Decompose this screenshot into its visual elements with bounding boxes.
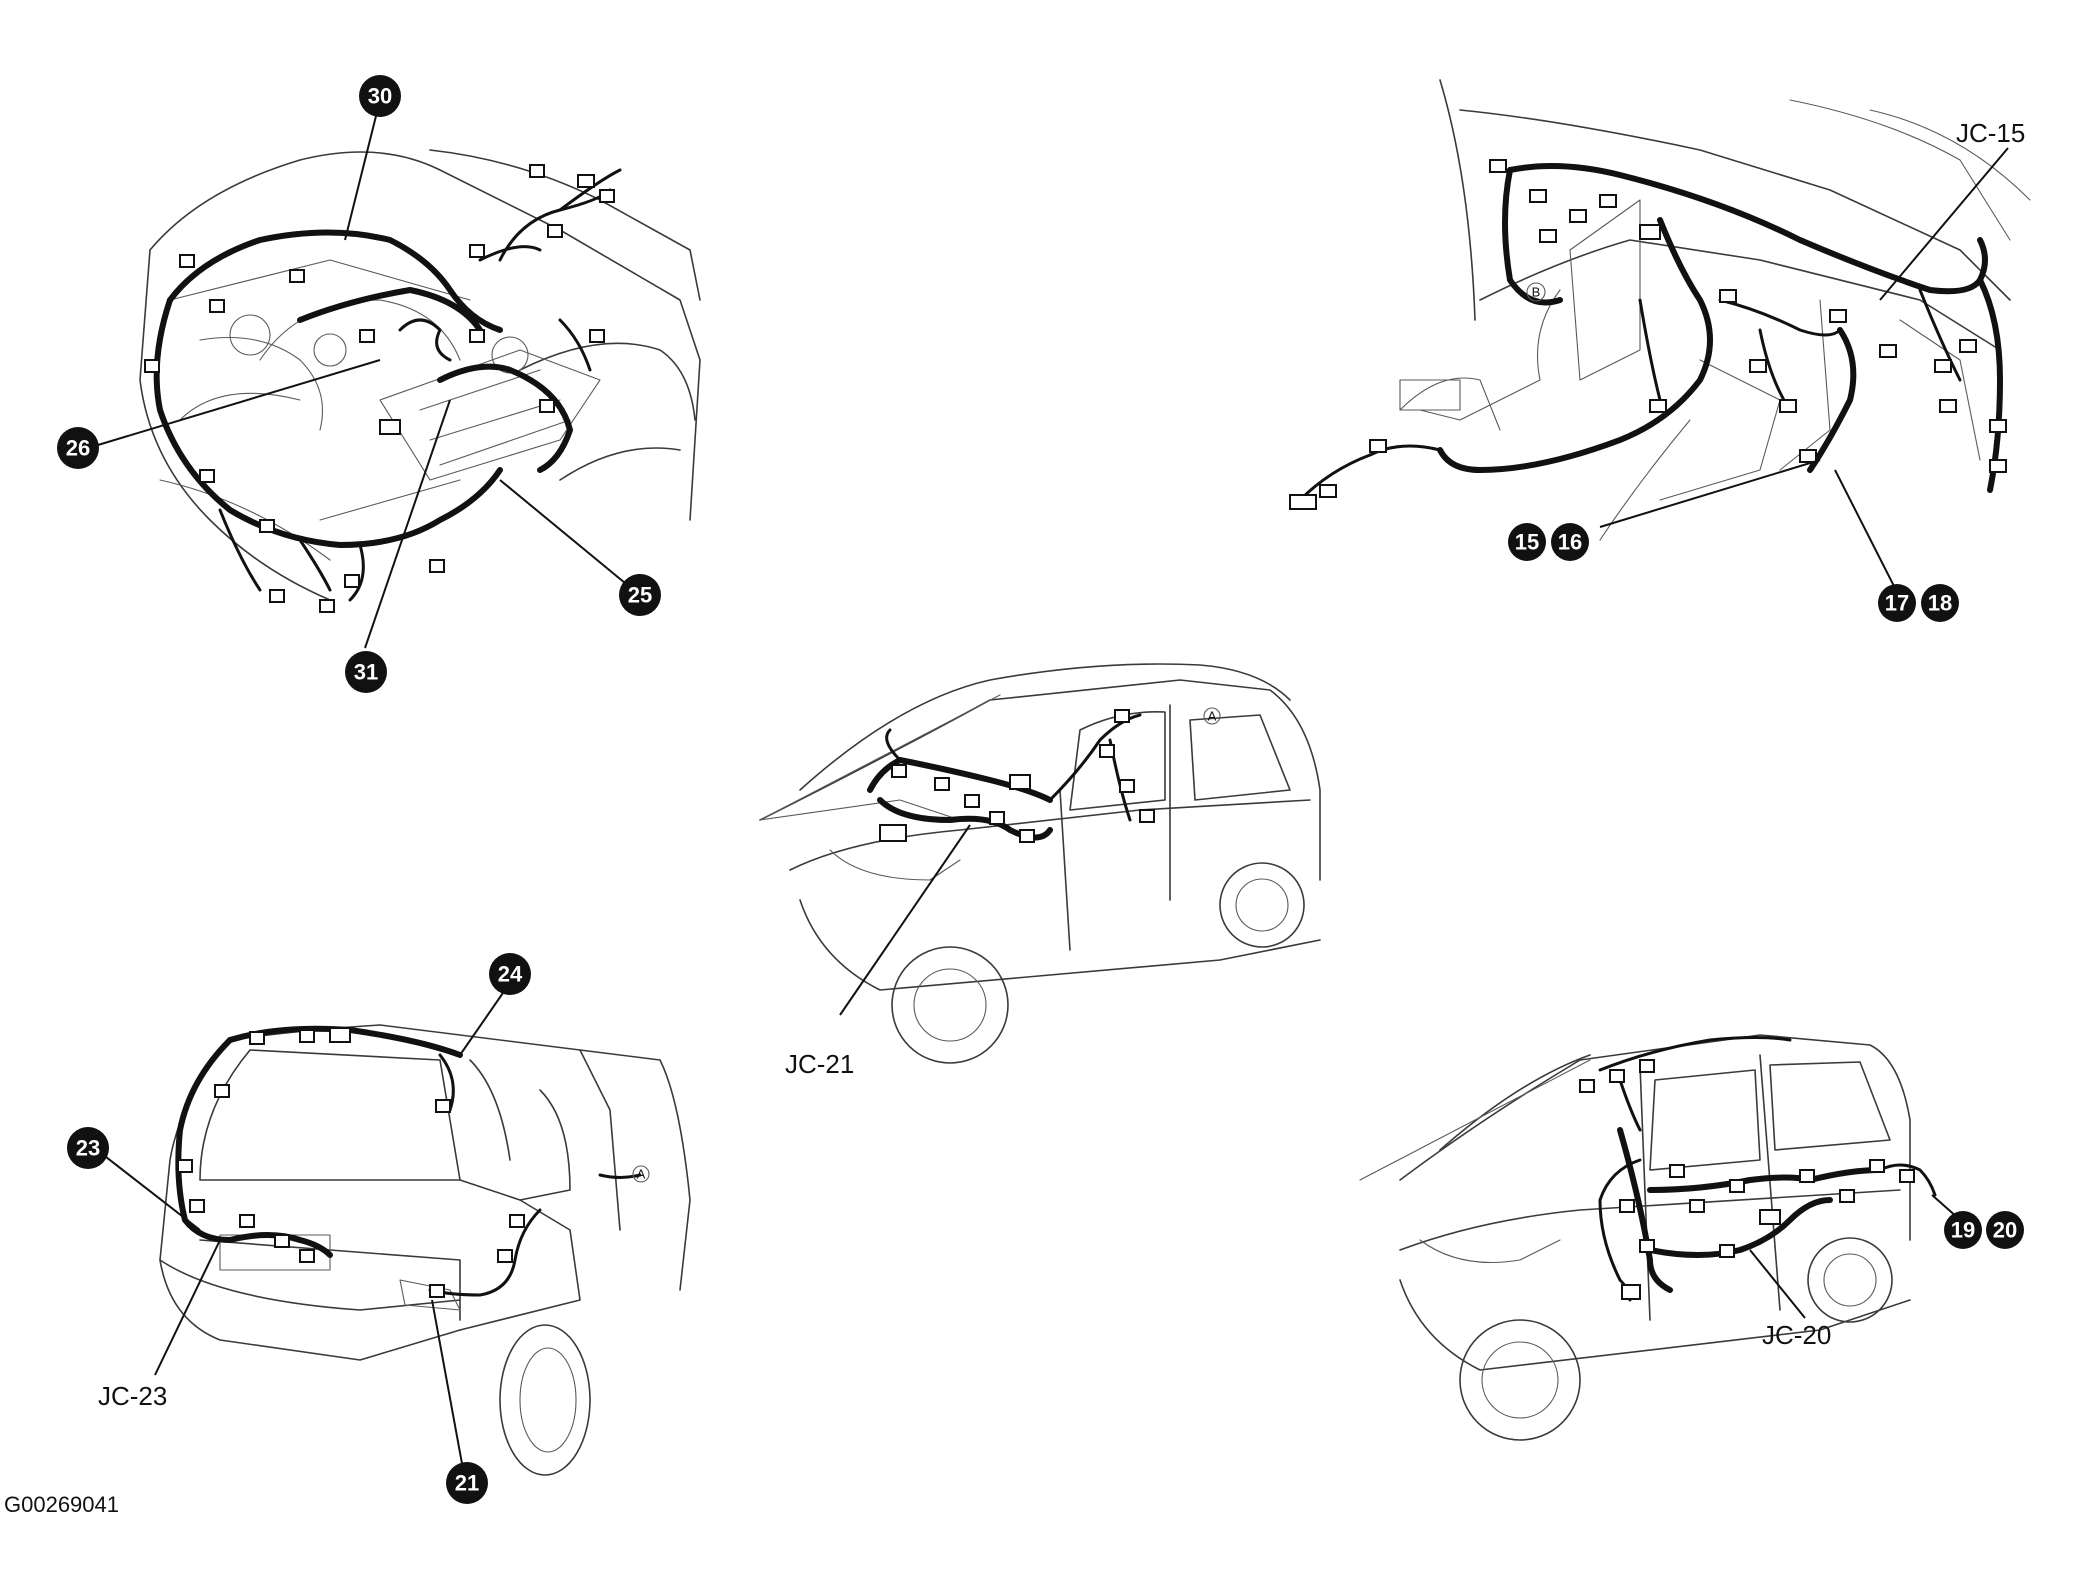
vehicle-side-view bbox=[1359, 1034, 1959, 1441]
engine-compartment-view bbox=[87, 111, 701, 649]
svg-text:17: 17 bbox=[1885, 591, 1909, 616]
callout-19: 19 bbox=[1944, 1211, 1982, 1249]
svg-text:23: 23 bbox=[76, 1136, 100, 1161]
marker-b: B bbox=[1532, 285, 1541, 300]
callout-20: 20 bbox=[1986, 1211, 2024, 1249]
label-jc-15: JC-15 bbox=[1956, 118, 2025, 148]
label-jc-21: JC-21 bbox=[785, 1049, 854, 1079]
marker-a-rear: A bbox=[637, 1167, 646, 1182]
callout-16: 16 bbox=[1551, 523, 1589, 561]
callout-21: 21 bbox=[446, 1462, 488, 1504]
svg-text:20: 20 bbox=[1993, 1218, 2017, 1243]
callout-30: 30 bbox=[359, 75, 401, 117]
svg-text:30: 30 bbox=[368, 84, 392, 109]
callout-26: 26 bbox=[57, 427, 99, 469]
figure-id: G00269041 bbox=[4, 1492, 119, 1517]
callout-25: 25 bbox=[619, 574, 661, 616]
callout-31: 31 bbox=[345, 651, 387, 693]
callout-17: 17 bbox=[1878, 584, 1916, 622]
label-jc-23: JC-23 bbox=[98, 1381, 167, 1411]
vehicle-rear-view: A bbox=[96, 989, 691, 1481]
svg-text:31: 31 bbox=[354, 660, 378, 685]
svg-text:21: 21 bbox=[455, 1471, 479, 1496]
instrument-panel-view: B bbox=[1289, 79, 2031, 595]
svg-text:26: 26 bbox=[66, 436, 90, 461]
marker-a-front: A bbox=[1208, 709, 1217, 724]
callout-18: 18 bbox=[1921, 584, 1959, 622]
label-jc-20: JC-20 bbox=[1762, 1320, 1831, 1350]
svg-text:16: 16 bbox=[1558, 530, 1582, 555]
svg-text:19: 19 bbox=[1951, 1218, 1975, 1243]
callout-24: 24 bbox=[489, 953, 531, 995]
svg-text:24: 24 bbox=[498, 962, 523, 987]
vehicle-front-view: A bbox=[759, 663, 1321, 1064]
svg-text:25: 25 bbox=[628, 583, 652, 608]
callout-23: 23 bbox=[67, 1127, 109, 1169]
callout-15: 15 bbox=[1508, 523, 1546, 561]
svg-text:18: 18 bbox=[1928, 591, 1952, 616]
svg-text:15: 15 bbox=[1515, 530, 1539, 555]
